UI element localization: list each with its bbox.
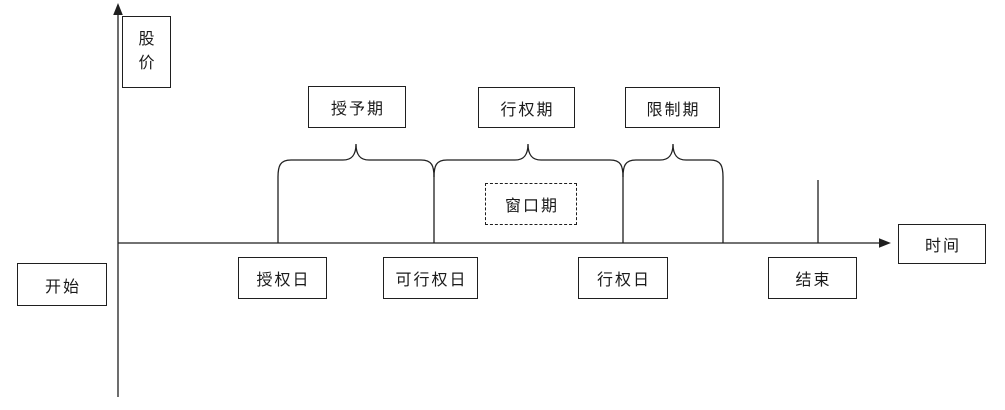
window-period-box: 窗口期 xyxy=(485,183,577,225)
exercise-period-box: 行权期 xyxy=(478,87,575,128)
exercise-date-label: 行权日 xyxy=(596,272,651,289)
restriction-period-brace xyxy=(622,143,724,178)
x-axis-arrow-icon xyxy=(879,238,891,248)
grant-period-brace xyxy=(277,143,435,178)
end-box: 结束 xyxy=(768,257,857,299)
y-axis-arrow-icon xyxy=(113,3,123,15)
exercisable-date-box: 可行权日 xyxy=(383,257,478,299)
grant-date-box: 授权日 xyxy=(238,257,327,299)
restriction-period-label: 限制期 xyxy=(646,101,701,119)
grant-date-label: 授权日 xyxy=(256,272,311,289)
restriction-period-box: 限制期 xyxy=(625,87,720,128)
x-axis-label-text: 时间 xyxy=(924,238,961,255)
y-axis-label-text: 股价 xyxy=(138,31,155,72)
end-label: 结束 xyxy=(795,272,832,289)
grant-period-box: 授予期 xyxy=(308,86,406,128)
exercise-date-box: 行权日 xyxy=(578,257,668,299)
window-period-label: 窗口期 xyxy=(504,198,559,215)
exercise-period-brace xyxy=(433,143,624,178)
start-box: 开始 xyxy=(17,263,107,306)
y-axis-label-box: 股价 xyxy=(122,16,171,88)
exercise-period-label: 行权期 xyxy=(500,101,555,119)
grant-period-label: 授予期 xyxy=(330,101,385,118)
x-axis-label-box: 时间 xyxy=(898,224,986,264)
exercisable-date-label: 可行权日 xyxy=(395,272,468,289)
start-label: 开始 xyxy=(44,278,81,296)
